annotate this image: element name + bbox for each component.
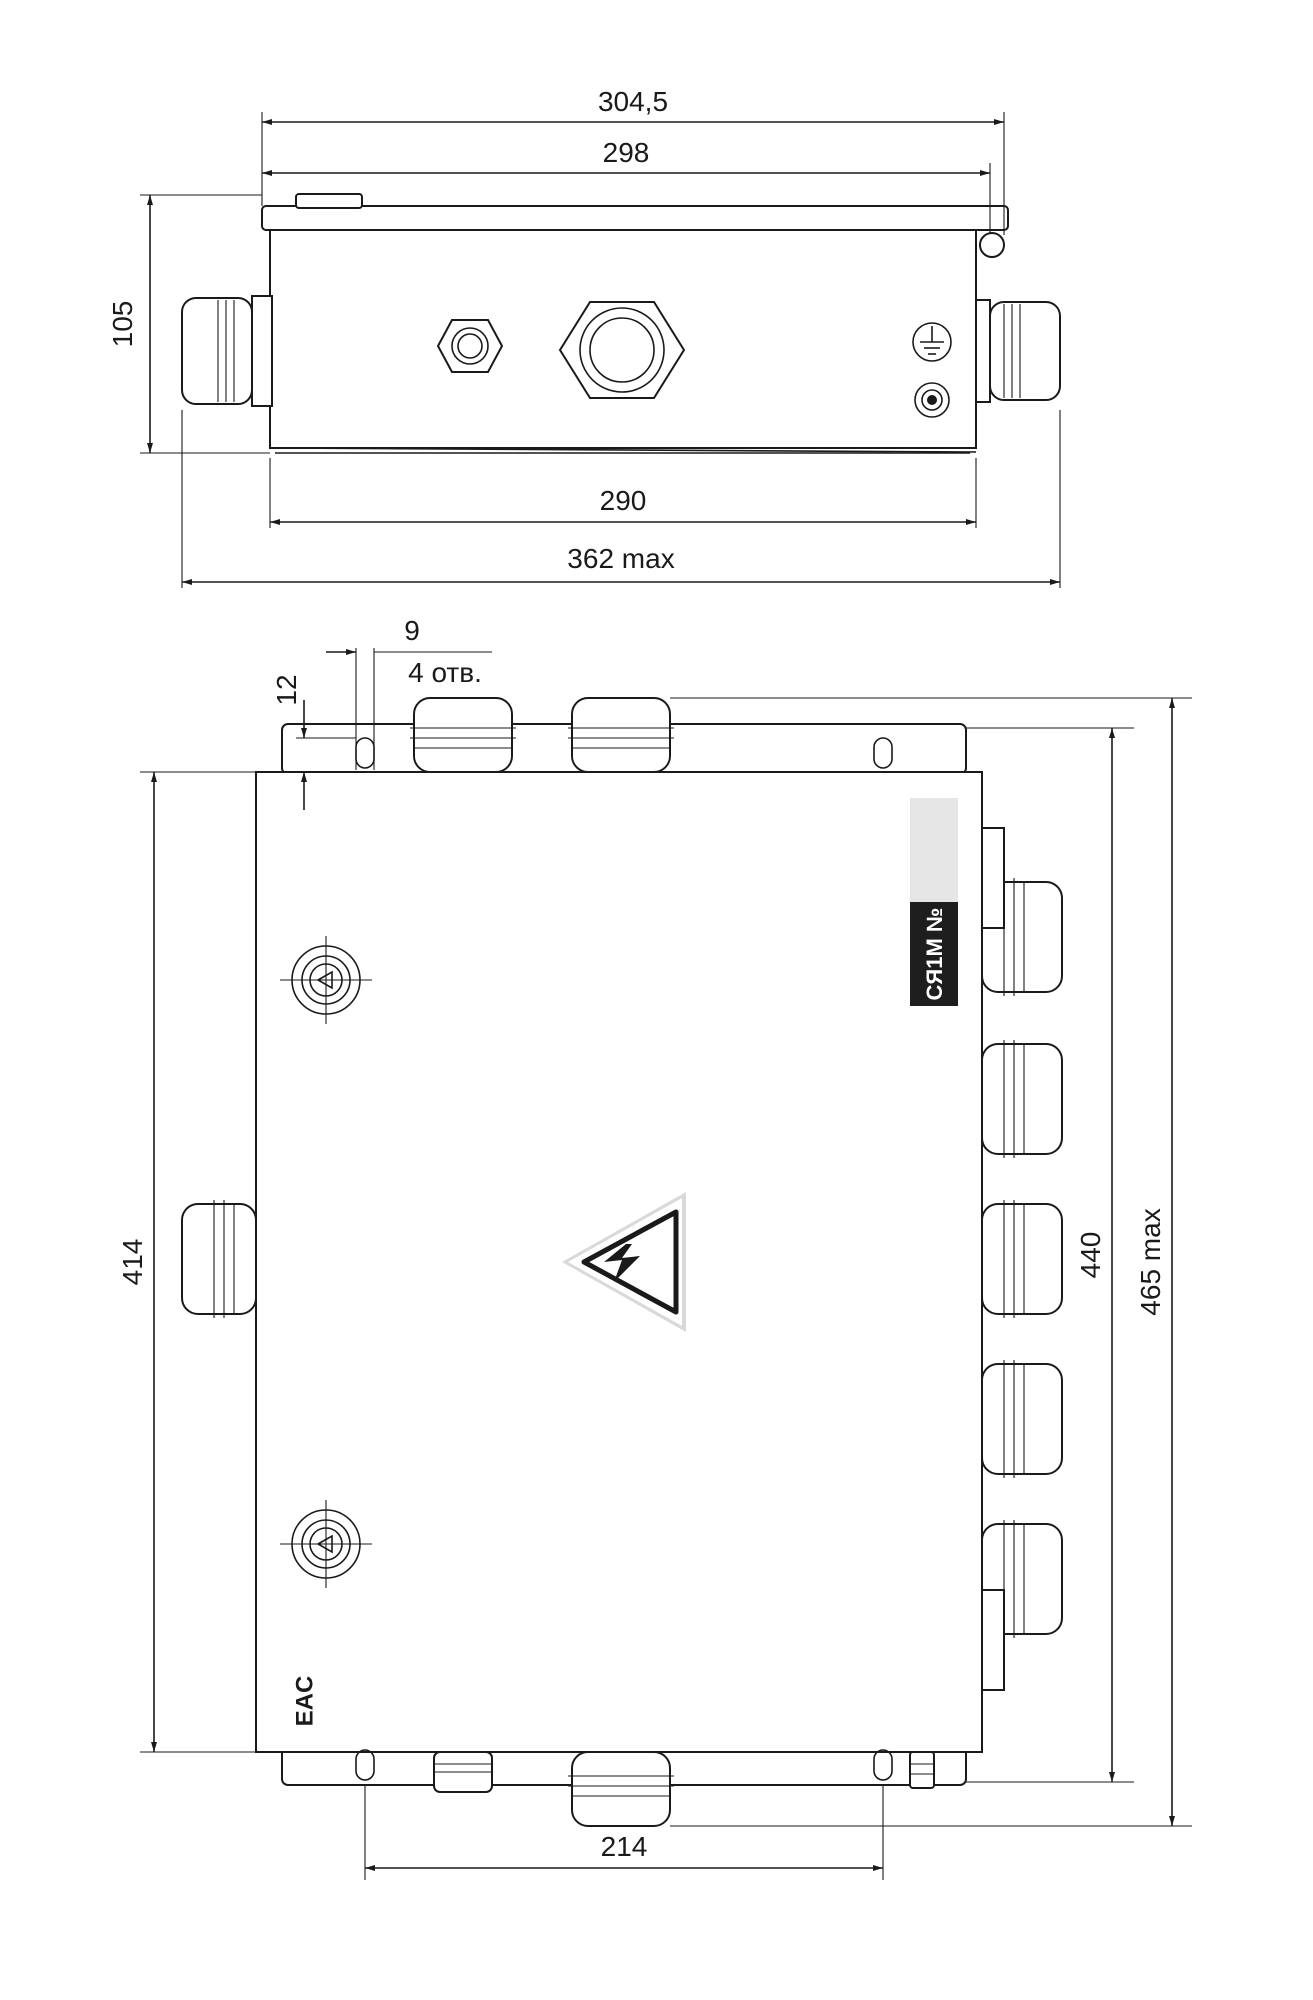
left-cable-gland [181,295,273,407]
dim-440: 440 [1075,1232,1106,1279]
eac-mark: EAC [291,1676,318,1727]
right-front-cable-gland-3 [981,1200,1063,1318]
top-view: 304,5 298 105 290 362 max [107,86,1061,588]
bottom-cable-gland-large [568,1751,674,1827]
dim-414: 414 [117,1239,148,1286]
dim-362-max: 362 max [567,543,674,574]
top-cable-gland-1 [410,697,516,773]
lid-handle [295,193,363,209]
dim-304-5: 304,5 [598,86,668,117]
hinge-upper [981,827,1005,929]
eac-mark-text: EAC [291,1676,318,1727]
mount-hole-bl [355,1749,375,1781]
bottom-ground-bolt [909,1751,935,1789]
left-front-cable-gland [181,1200,257,1318]
front-view: СЯ1М № EAC 9 4 отв. [117,615,1192,1880]
hinge [979,232,1005,258]
hinge-lower [981,1589,1005,1691]
lock-screw-bottom [280,1500,372,1588]
dim-290: 290 [600,485,647,516]
right-front-cable-gland-4 [981,1360,1063,1478]
bottom-cable-gland-small [433,1751,493,1793]
lock-screw-top [280,936,372,1024]
mount-hole-tr [873,737,893,769]
dim-298: 298 [603,137,650,168]
top-cable-gland-2 [568,697,674,773]
high-voltage-warning-icon [562,1192,686,1332]
small-gland-nut [436,319,504,373]
dim-9: 9 [404,615,420,646]
right-cable-gland [975,299,1061,403]
right-front-cable-gland-2 [981,1040,1063,1158]
dim-465-max: 465 max [1135,1208,1166,1315]
dim-105: 105 [107,301,138,348]
ground-icon [912,322,952,362]
dim-4-holes: 4 отв. [408,657,482,688]
mount-hole-br [873,1749,893,1781]
large-gland-nut [558,301,686,399]
dim-214: 214 [601,1831,648,1862]
label-plate-text: СЯ1М № [922,908,947,1001]
top-lid [261,205,1009,231]
dim-12: 12 [271,674,302,705]
ground-terminal [914,382,950,418]
label-plate: СЯ1М № [910,798,958,1006]
